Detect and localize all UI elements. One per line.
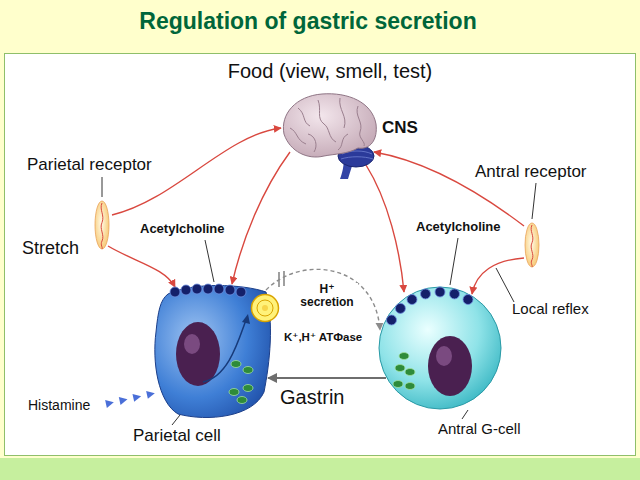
leader-line (496, 268, 514, 302)
cell-node: Antral G-cell (378, 286, 502, 410)
cell-node (395, 303, 405, 313)
cell-node (203, 284, 213, 294)
cell-node (399, 353, 409, 360)
histamine-arrow (105, 398, 115, 408)
receptor-node: Parietal receptor (92, 200, 112, 250)
cell-node (181, 285, 191, 295)
pump-label: K⁺,H⁺ ATФase (284, 331, 362, 344)
brain-node (290, 98, 364, 152)
pump-node (250, 293, 280, 323)
edge-label: Acetylcholine (414, 220, 503, 234)
cell-node (435, 287, 445, 297)
cell-node (192, 284, 202, 294)
cell-node: Parietal cellK⁺,H⁺ ATФase (148, 282, 273, 422)
cell-node (463, 295, 473, 305)
cell-node (405, 369, 415, 376)
cell-node (428, 336, 472, 396)
edge-label: Gastrin (278, 386, 346, 408)
leader-line (205, 240, 214, 282)
leader-line (102, 177, 536, 425)
cell-node (184, 334, 200, 354)
cell-node (395, 365, 405, 372)
reflex-label: Local reflex (512, 300, 589, 317)
cell-node (176, 322, 220, 386)
connector-arrow (232, 152, 290, 284)
cell-label: Antral G-cell (438, 420, 521, 437)
cell-node (379, 287, 501, 409)
cell-node (243, 367, 253, 374)
receptor-node: Antral receptor (522, 222, 542, 268)
cell-node (393, 381, 403, 388)
connector-arrow (266, 269, 380, 330)
cell-node (214, 284, 224, 294)
cell-node (236, 287, 246, 297)
connector-arrow (268, 377, 386, 379)
leader-line (450, 238, 458, 285)
pump-node (252, 295, 279, 322)
cell-node (242, 314, 250, 324)
cell-node (170, 287, 180, 297)
histamine-arrow (132, 392, 142, 402)
cell-node (243, 385, 253, 392)
pump-node: K⁺,H⁺ ATФase (250, 293, 280, 323)
stimulus-text: Food (view, smell, test) (130, 60, 530, 83)
cell-node (203, 320, 246, 382)
cell-node (387, 315, 397, 325)
mediator-label: Histamine (28, 397, 90, 413)
pump-node (262, 305, 268, 311)
cell-node (225, 285, 235, 295)
histamine-arrow (146, 389, 156, 399)
receptor-node (101, 203, 103, 249)
receptor-label: Antral receptor (475, 162, 587, 182)
stimulus-label: Stretch (22, 238, 79, 259)
leader-line (102, 177, 103, 197)
edge-label: H⁺ secretion (296, 283, 358, 309)
histamine-arrow (119, 395, 129, 405)
cell-label: Parietal cell (133, 426, 221, 446)
cell-node (436, 346, 452, 366)
receptor-node (531, 225, 533, 267)
connector-arrow (366, 165, 404, 292)
bottom-band (0, 458, 640, 480)
cell-node (231, 361, 241, 368)
cell-node (170, 284, 246, 297)
cell-node (405, 383, 415, 390)
inhibition-mark (283, 271, 284, 286)
connector-arrow (472, 258, 524, 294)
cell-node (407, 295, 417, 305)
receptor-label: Parietal receptor (27, 155, 152, 175)
brain-node (283, 94, 376, 157)
organ-label: CNS (382, 118, 418, 138)
cell-node (387, 287, 474, 325)
cell-node (229, 389, 239, 396)
connector-arrow (108, 246, 175, 287)
cell-node (421, 289, 431, 299)
cell-node (229, 361, 253, 404)
brain-node (278, 88, 388, 180)
leader-line (532, 183, 536, 219)
pump-node (257, 300, 273, 316)
receptor-node (525, 223, 539, 267)
receptor-node (522, 222, 542, 268)
cell-node (393, 353, 415, 390)
leader-line (462, 410, 468, 419)
cell-node (378, 286, 502, 410)
cell-node (450, 289, 460, 299)
receptor-node (95, 201, 109, 249)
receptor-node (92, 200, 112, 250)
brain-node: CNS (278, 88, 388, 180)
edge-label: Acetylcholine (138, 222, 227, 236)
histamine-arrow (105, 389, 156, 408)
leader-line (172, 415, 180, 425)
cell-node (237, 397, 247, 404)
diagram-title: Regulation of gastric secretion (3, 8, 613, 35)
